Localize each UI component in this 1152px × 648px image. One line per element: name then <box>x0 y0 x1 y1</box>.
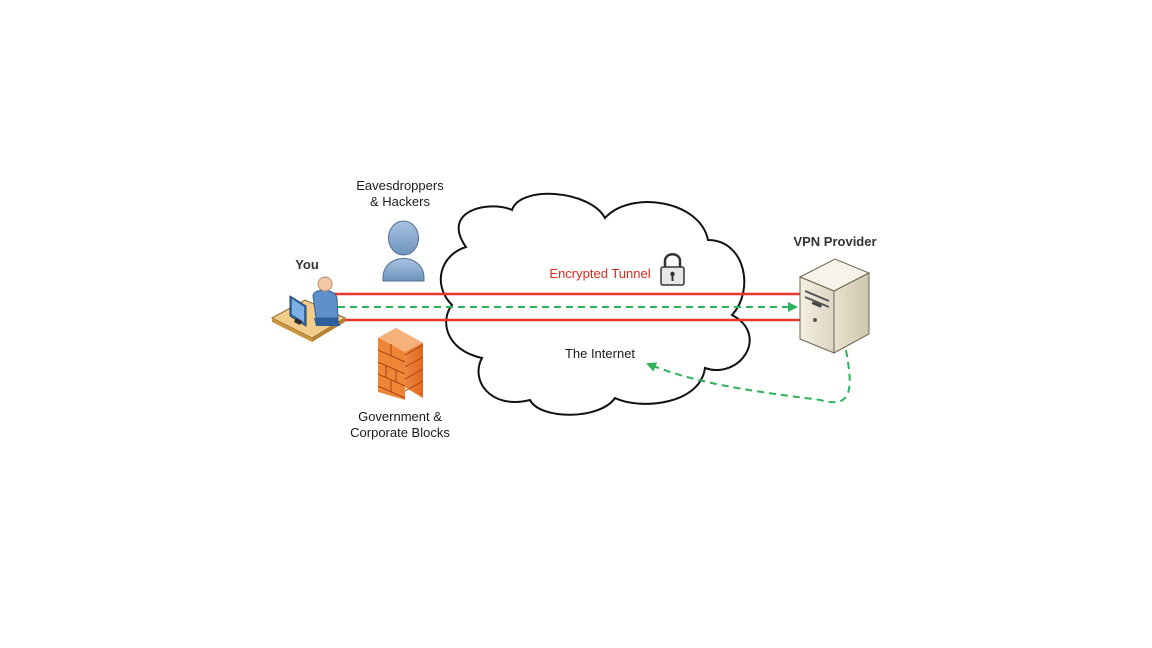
eavesdroppers-label-line2: & Hackers <box>370 194 430 209</box>
user-at-computer-icon <box>270 276 347 342</box>
eavesdroppers-label-line1: Eavesdroppers <box>356 178 444 193</box>
server-tower-icon <box>798 258 871 354</box>
internet-cloud <box>439 192 751 416</box>
you-label: You <box>295 257 319 272</box>
person-silhouette-icon <box>382 220 425 282</box>
blocks-label-line2: Corporate Blocks <box>350 425 450 440</box>
blocks-label-line1: Government & <box>358 409 442 424</box>
traffic-arrow-to-internet <box>646 349 851 403</box>
vpn-provider-label: VPN Provider <box>793 234 876 249</box>
brick-wall-icon <box>377 328 424 400</box>
encrypted-tunnel-label: Encrypted Tunnel <box>549 266 650 281</box>
internet-label: The Internet <box>565 346 635 361</box>
padlock-icon <box>660 253 685 286</box>
